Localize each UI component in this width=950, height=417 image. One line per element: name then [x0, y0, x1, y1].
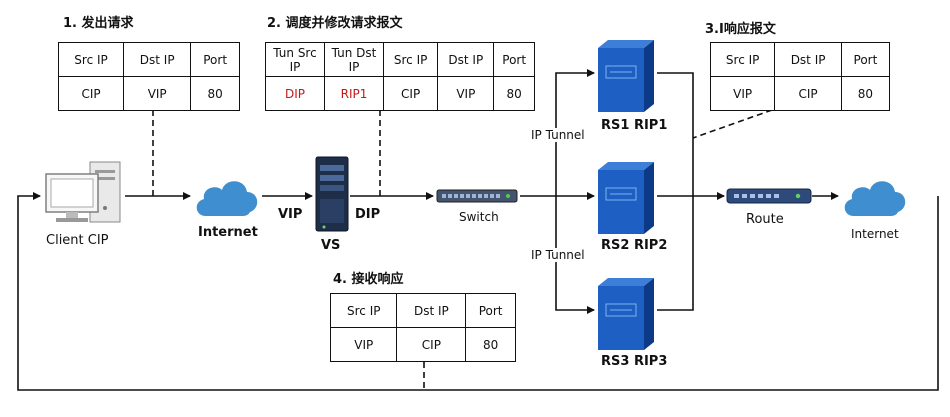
table-cell: Port [465, 293, 516, 328]
dip-label: DIP [355, 207, 381, 222]
table-cell: Port [840, 42, 891, 77]
table-cell: Tun Dst IP [324, 42, 384, 77]
table-cell: 80 [190, 76, 240, 111]
step2-title: 2. 调度并修改请求报文 [267, 16, 403, 31]
table-cell: CIP [396, 327, 467, 362]
table-cell: Src IP [57, 42, 125, 77]
table-cell: Tun Src IP [265, 42, 325, 77]
rs2-label: RS2 RIP2 [601, 238, 668, 253]
link-rs-return [657, 72, 694, 311]
tunnel-top-label: IP Tunnel [531, 128, 585, 142]
rs3-label: RS3 RIP3 [601, 354, 668, 369]
real-server-3-icon [598, 278, 654, 350]
rs1-label: RS1 RIP1 [601, 118, 668, 133]
table-cell: Src IP [709, 42, 776, 77]
real-server-1-icon [598, 40, 654, 112]
table-cell: Dst IP [437, 42, 495, 77]
table-cell: CIP [57, 76, 125, 111]
internet-right-label: Internet [851, 227, 899, 241]
table-cell: Dst IP [774, 42, 842, 77]
table-cell: 80 [840, 76, 891, 111]
table-cell: Src IP [382, 42, 439, 77]
table-cell: Dst IP [396, 293, 467, 328]
leader-table3 [692, 109, 773, 139]
table-cell: CIP [774, 76, 842, 111]
table-cell: VIP [709, 76, 776, 111]
table-cell: Dst IP [123, 42, 192, 77]
step3-title: 3.I响应报文 [705, 22, 776, 37]
table-cell: Port [493, 42, 535, 77]
step1-title: 1. 发出请求 [63, 16, 134, 31]
step4-title: 4. 接收响应 [333, 272, 404, 287]
table-cell: 80 [493, 76, 535, 111]
table-cell: Src IP [329, 293, 398, 328]
table-cell: CIP [382, 76, 439, 111]
table-cell: Port [190, 42, 240, 77]
link-return-client [17, 192, 939, 391]
router-icon [726, 188, 812, 204]
table-cell: 80 [465, 327, 516, 362]
switch-icon [436, 189, 518, 203]
tunnel-bottom-label: IP Tunnel [531, 248, 585, 262]
table-cell: VIP [329, 327, 398, 362]
table-tunnel: Tun Src IP Tun Dst IP Src IP Dst IP Port… [265, 42, 535, 111]
client-label: Client CIP [46, 233, 109, 248]
vs-label: VS [321, 238, 341, 253]
table-request: Src IP Dst IP Port CIP VIP 80 [57, 42, 240, 111]
table-cell: DIP [265, 76, 325, 111]
link-tunnel-rs3 [555, 196, 595, 314]
table-cell: VIP [437, 76, 495, 111]
route-label: Route [746, 212, 784, 227]
real-server-2-icon [598, 162, 654, 234]
vip-label: VIP [278, 207, 303, 222]
table-receive: Src IP Dst IP Port VIP CIP 80 [329, 293, 516, 362]
internet-left-label: Internet [198, 225, 258, 240]
table-cell: VIP [123, 76, 192, 111]
table-response: Src IP Dst IP Port VIP CIP 80 [709, 42, 891, 111]
link-tunnel-rs1 [555, 69, 595, 196]
cloud-icon [844, 181, 906, 216]
director-server-icon [315, 156, 349, 232]
client-computer-icon [45, 161, 121, 223]
cloud-icon [196, 181, 258, 216]
switch-label: Switch [459, 210, 499, 224]
table-cell: RIP1 [324, 76, 384, 111]
